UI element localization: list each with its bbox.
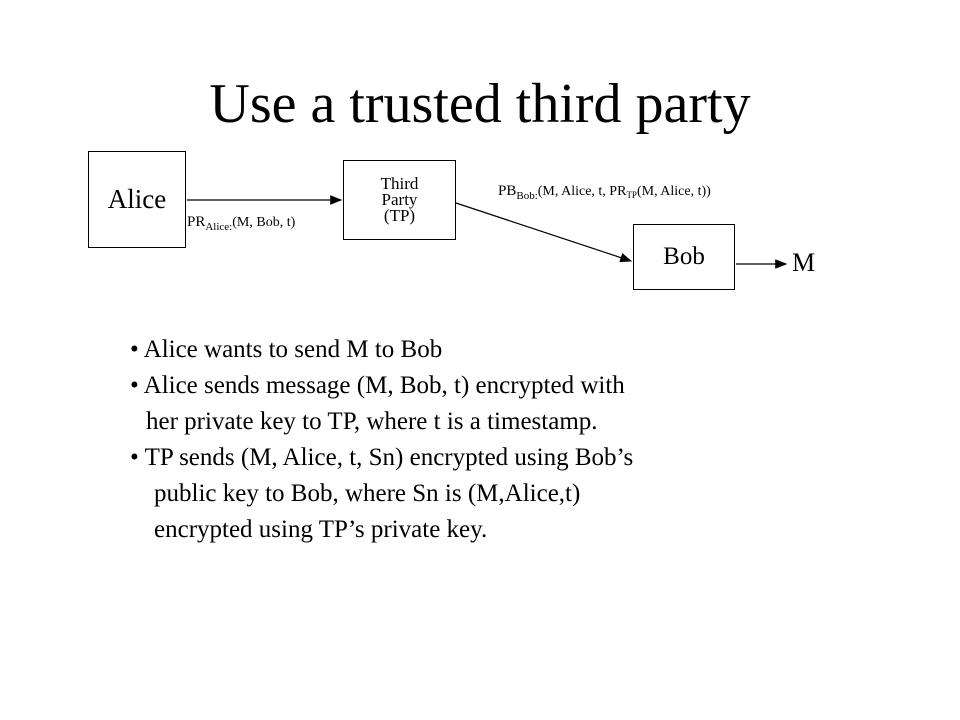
bullet-marker: • — [130, 444, 139, 471]
arrow-tp-to-bob — [455, 202, 633, 263]
edge-label-tp-bob: PBBob:(M, Alice, t, PRTP(M, Alice, t)) — [498, 183, 711, 202]
bullet-continuation: public key to Bob, where Sn is (M,Alice,… — [154, 480, 581, 507]
edge-prefix: PB — [498, 183, 517, 199]
edge-subscript: Bob: — [516, 190, 538, 202]
bullet-marker: • — [130, 336, 139, 363]
edge-body: (M, Alice, t)) — [636, 184, 711, 199]
edge-body: (M, Alice, t, PR — [537, 184, 627, 199]
bullet-marker: • — [130, 372, 139, 399]
bullet-text: TP sends (M, Alice, t, Sn) encrypted usi… — [144, 444, 634, 471]
tp-line: (TP) — [383, 206, 416, 225]
bullet-list: • Alice wants to send M to Bob • Alice s… — [130, 332, 890, 548]
bob-box: Bob — [633, 224, 735, 290]
tp-line: Party — [381, 190, 418, 209]
edge-subscript: Alice: — [205, 221, 233, 233]
slide-title: Use a trusted third party — [209, 73, 751, 135]
edge-label-alice-tp: PRAlice:(M, Bob, t) — [187, 214, 296, 233]
bullet-item: • Alice sends message (M, Bob, t) encryp… — [130, 368, 890, 404]
alice-box: Alice — [88, 151, 186, 248]
edge-body: (M, Bob, t) — [232, 215, 296, 230]
bullet-text: Alice wants to send M to Bob — [143, 336, 443, 363]
bullet-text: Alice sends message (M, Bob, t) encrypte… — [143, 372, 625, 399]
bullet-continuation: encrypted using TP’s private key. — [154, 516, 488, 543]
bullet-continuation: her private key to TP, where t is a time… — [146, 408, 598, 435]
bob-label: Bob — [663, 243, 705, 270]
third-party-label: Third Party (TP) — [380, 174, 419, 225]
third-party-box: Third Party (TP) — [343, 160, 456, 240]
tp-line: Third — [380, 174, 419, 193]
bullet-item: • TP sends (M, Alice, t, Sn) encrypted u… — [130, 440, 890, 476]
edge-prefix: PR — [187, 214, 206, 230]
alice-label: Alice — [107, 184, 167, 214]
bullet-item: • Alice wants to send M to Bob — [130, 332, 890, 368]
output-m-label: M — [792, 248, 816, 277]
edge-subscript-tp: TP — [626, 190, 637, 200]
